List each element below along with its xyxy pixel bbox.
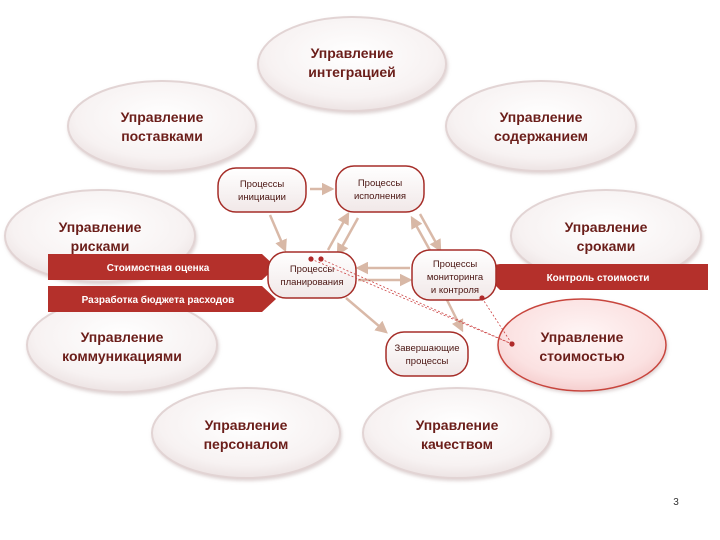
area-hr-line1: Управление bbox=[205, 417, 288, 433]
arrow-planning-closing bbox=[345, 297, 388, 334]
arrow-execution-monitoring bbox=[418, 213, 442, 253]
area-cost-line2: стоимостью bbox=[539, 348, 624, 364]
area-integration-line1: Управление bbox=[311, 45, 394, 61]
connector-dot-2 bbox=[318, 256, 324, 262]
area-procurement-line1: Управление bbox=[121, 109, 204, 125]
connector-dot-1 bbox=[308, 256, 314, 262]
area-hr-line2: персоналом bbox=[204, 436, 289, 452]
area-cost-highlighted: Управление стоимостью bbox=[497, 298, 667, 392]
connector-dot-4 bbox=[509, 341, 515, 347]
process-planning-line1: Процессы bbox=[290, 264, 335, 275]
dotted-connector-monitoring bbox=[481, 297, 513, 345]
band-cost-estimating: Стоимостная оценка bbox=[48, 254, 276, 280]
process-initiation-line1: Процессы bbox=[240, 179, 285, 190]
band-cost-control: Контроль стоимости bbox=[488, 264, 708, 290]
area-integration: Управление интеграцией bbox=[257, 16, 447, 112]
area-communications-line1: Управление bbox=[81, 329, 164, 345]
area-time-line1: Управление bbox=[565, 219, 648, 235]
connector-dot-3 bbox=[479, 295, 485, 301]
page-number: 3 bbox=[673, 497, 679, 508]
process-monitoring: Процессы мониторинга и контроля bbox=[411, 249, 497, 301]
process-planning-line2: планирования bbox=[280, 277, 343, 288]
area-cost-line1: Управление bbox=[541, 329, 624, 345]
area-quality: Управление качеством bbox=[362, 387, 552, 479]
process-initiation: Процессы инициации bbox=[217, 167, 307, 213]
area-communications: Управление коммуникациями bbox=[26, 297, 218, 393]
area-quality-line1: Управление bbox=[416, 417, 499, 433]
area-procurement-line2: поставками bbox=[121, 128, 203, 144]
area-scope: Управление содержанием bbox=[445, 80, 637, 172]
band-cost-estimating-label: Стоимостная оценка bbox=[107, 263, 210, 274]
band-cost-control-label: Контроль стоимости bbox=[547, 273, 650, 284]
area-integration-line2: интеграцией bbox=[308, 64, 395, 80]
area-quality-line2: качеством bbox=[421, 436, 493, 452]
process-execution-line1: Процессы bbox=[358, 178, 403, 189]
area-time-line2: сроками bbox=[577, 238, 636, 254]
process-closing: Завершающие процессы bbox=[385, 331, 469, 377]
dotted-connector-planning-1 bbox=[310, 258, 513, 345]
arrow-planning-execution bbox=[326, 211, 350, 251]
process-initiation-line2: инициации bbox=[238, 192, 286, 203]
process-planning: Процессы планирования bbox=[267, 251, 357, 299]
process-execution: Процессы исполнения bbox=[335, 165, 425, 213]
band-cost-budgeting-label: Разработка бюджета расходов bbox=[82, 294, 235, 306]
area-communications-line2: коммуникациями bbox=[62, 348, 182, 364]
process-arrows bbox=[268, 182, 464, 334]
process-execution-line2: исполнения bbox=[354, 191, 406, 202]
process-monitoring-line1: Процессы bbox=[433, 259, 478, 270]
process-monitoring-line2: мониторинга bbox=[427, 272, 484, 283]
arrow-monitoring-closing bbox=[444, 297, 464, 333]
area-time: Управление сроками bbox=[510, 189, 702, 283]
arrow-execution-planning bbox=[336, 217, 360, 257]
band-cost-budgeting: Разработка бюджета расходов bbox=[48, 286, 276, 312]
arrow-initiation-planning bbox=[268, 214, 287, 253]
area-procurement: Управление поставками bbox=[67, 80, 257, 172]
area-risk-line1: Управление bbox=[59, 219, 142, 235]
dotted-connector-planning-2 bbox=[320, 258, 513, 345]
area-scope-line1: Управление bbox=[500, 109, 583, 125]
process-closing-line2: процессы bbox=[406, 356, 449, 367]
process-monitoring-line3: и контроля bbox=[431, 285, 479, 296]
area-hr: Управление персоналом bbox=[151, 387, 341, 479]
arrow-monitoring-execution bbox=[410, 215, 434, 255]
area-scope-line2: содержанием bbox=[494, 128, 588, 144]
process-closing-line1: Завершающие bbox=[395, 343, 460, 354]
area-risk-line2: рисками bbox=[71, 238, 130, 254]
cost-connectors bbox=[308, 256, 515, 347]
